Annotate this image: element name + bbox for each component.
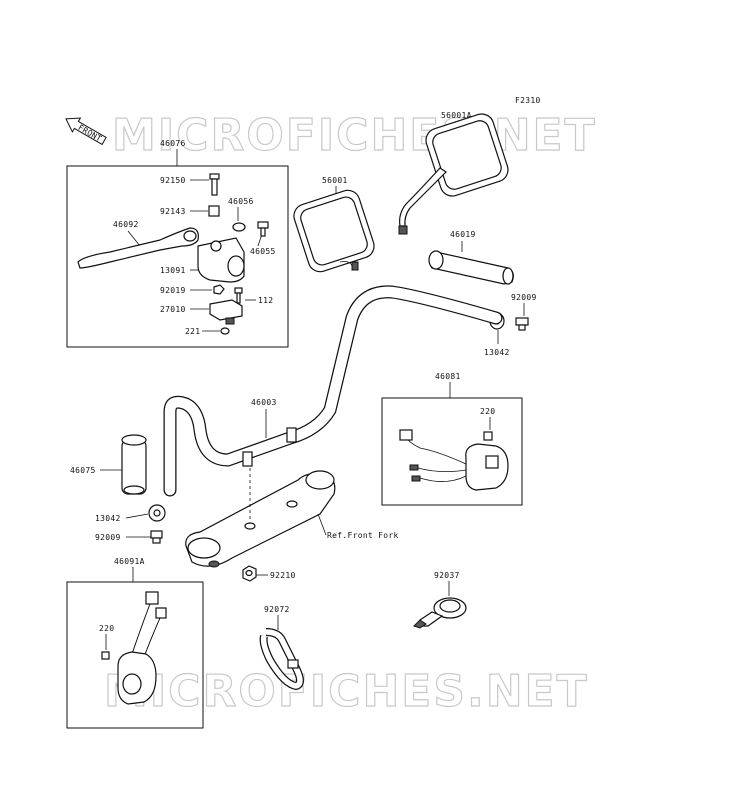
- screw-221: [220, 327, 230, 335]
- label-92037: 92037: [434, 571, 460, 580]
- label-46055: 46055: [250, 247, 276, 256]
- left-switch-box: [66, 581, 204, 729]
- label-13042-right: 13042: [484, 348, 510, 357]
- label-13042-left: 13042: [95, 514, 121, 523]
- label-92150: 92150: [160, 176, 186, 185]
- clamp-92037: [413, 597, 467, 629]
- band-92072: [259, 628, 304, 690]
- label-46075: 46075: [70, 466, 96, 475]
- screw-92009-left: [150, 530, 163, 544]
- lever-holder-13091: [197, 237, 245, 283]
- label-92143: 92143: [160, 207, 186, 216]
- nut-92019: [213, 284, 225, 295]
- front-arrow-icon: FRONT: [65, 117, 107, 146]
- screw-112: [234, 287, 243, 304]
- label-13091: 13091: [160, 266, 186, 275]
- fork-bracket: [185, 470, 336, 568]
- bolt-92150: [209, 173, 220, 196]
- switch-27010: [209, 299, 243, 321]
- collar-92143: [208, 205, 220, 217]
- label-46019: 46019: [450, 230, 476, 239]
- label-92019: 92019: [160, 286, 186, 295]
- right-switch-box: [381, 397, 523, 506]
- mirror-56001: [293, 189, 375, 273]
- mirror-56001A: [398, 113, 509, 235]
- label-92210: 92210: [270, 571, 296, 580]
- screw-46055: [257, 221, 269, 237]
- label-221: 221: [185, 327, 200, 336]
- label-46076: 46076: [160, 139, 186, 148]
- label-46003: 46003: [251, 398, 277, 407]
- throttle-grip-46019: [428, 250, 514, 285]
- label-92072: 92072: [264, 605, 290, 614]
- label-46091A: 46091A: [114, 557, 145, 566]
- nut-92210: [242, 565, 257, 582]
- label-92009-right: 92009: [511, 293, 537, 302]
- screw-92009-right: [515, 317, 529, 331]
- label-220-left: 220: [99, 624, 114, 633]
- label-220-right: 220: [480, 407, 495, 416]
- label-46081: 46081: [435, 372, 461, 381]
- label-92009-left: 92009: [95, 533, 121, 542]
- watermark-bottom: MICROFICHES.NET: [104, 666, 589, 717]
- label-27010: 27010: [160, 305, 186, 314]
- lever-assembly-box: [66, 165, 289, 348]
- grip-46075: [121, 434, 147, 495]
- left-switch-46091A: [101, 591, 167, 705]
- right-switch-46081: [399, 429, 509, 491]
- label-56001A: 56001A: [441, 111, 472, 120]
- figure-code: F2310: [515, 96, 541, 105]
- front-arrow-label: FRONT: [76, 123, 103, 144]
- watermark-top: MICROFICHES.NET: [112, 110, 597, 161]
- washer-46056: [232, 222, 246, 232]
- label-46092: 46092: [113, 220, 139, 229]
- label-112: 112: [258, 296, 273, 305]
- reference-front-fork: Ref.Front Fork: [327, 531, 399, 540]
- label-56001: 56001: [322, 176, 348, 185]
- lever-46092: [77, 227, 199, 269]
- handlebar-46003: [163, 285, 503, 497]
- label-46056: 46056: [228, 197, 254, 206]
